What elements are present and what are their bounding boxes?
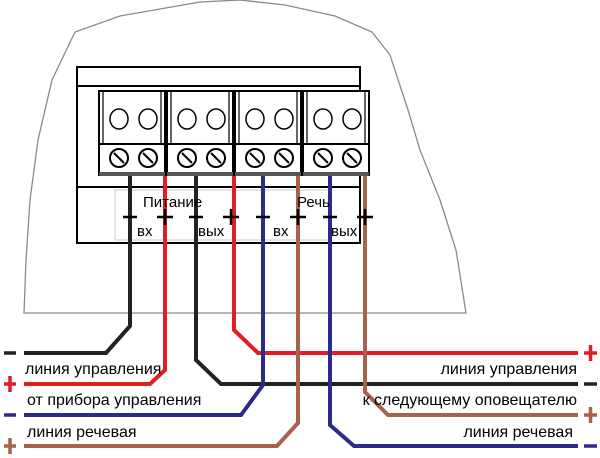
terminal-base: [99, 172, 165, 176]
screw-slot: [317, 152, 329, 164]
terminal-base: [235, 172, 301, 176]
wire-hole-icon: [245, 108, 265, 130]
left-speech-line-text: линия речевая: [27, 424, 137, 441]
terminal-blocks: [98, 90, 370, 176]
speech-out-label: вых: [331, 223, 358, 240]
wire-speech-minus-out: [328, 176, 578, 448]
power-label: Питание: [143, 194, 202, 211]
wire-speech-minus-in: [24, 176, 265, 417]
terminal-block: [98, 90, 166, 176]
screw-slot: [210, 152, 222, 164]
screw-slot: [142, 152, 154, 164]
line-end-markers: [4, 345, 597, 454]
terminal-base: [303, 172, 369, 176]
wire-control-plus-out: [232, 176, 578, 355]
wire-hole-icon: [313, 108, 333, 130]
screw-slot: [113, 152, 125, 164]
right-to-next-text: к следующему оповещателю: [363, 392, 577, 409]
screw-slot: [249, 152, 261, 164]
left-control-line-text: линия управления: [25, 361, 161, 378]
wire-hole-icon: [177, 108, 197, 130]
terminal-body: [166, 90, 234, 176]
speech-in-label: вх: [273, 223, 289, 240]
label-strip: [114, 189, 331, 241]
wire-control-minus-in: [24, 176, 132, 355]
wire-control-plus-in: [24, 176, 167, 386]
power-in-label: вх: [137, 223, 153, 240]
right-control-line-text: линия управления: [441, 361, 577, 378]
speech-label: Речь: [297, 194, 330, 211]
terminal-base: [167, 172, 233, 176]
wire-hole-icon: [138, 108, 158, 130]
wire-hole-icon: [342, 108, 362, 130]
power-out-label: вых: [198, 223, 225, 240]
terminal-block: [166, 90, 234, 176]
screw-slot: [278, 152, 290, 164]
wire-speech-plus-in: [24, 176, 300, 448]
terminal-block: [234, 90, 302, 176]
wire-speech-plus-out: [363, 176, 578, 417]
alarm-enclosure: [23, 0, 467, 314]
screw-slot: [346, 152, 358, 164]
left-from-device-text: от прибора управления: [27, 392, 201, 409]
wire-hole-icon: [274, 108, 294, 130]
terminal-block: [302, 90, 370, 176]
wire-hole-icon: [206, 108, 226, 130]
wires: [24, 176, 578, 448]
right-speech-line-text: линия речевая: [463, 424, 573, 441]
wire-hole-icon: [109, 108, 129, 130]
terminal-polarity-marks: [123, 209, 373, 225]
screw-slot: [181, 152, 193, 164]
wire-control-minus-out: [194, 176, 578, 386]
